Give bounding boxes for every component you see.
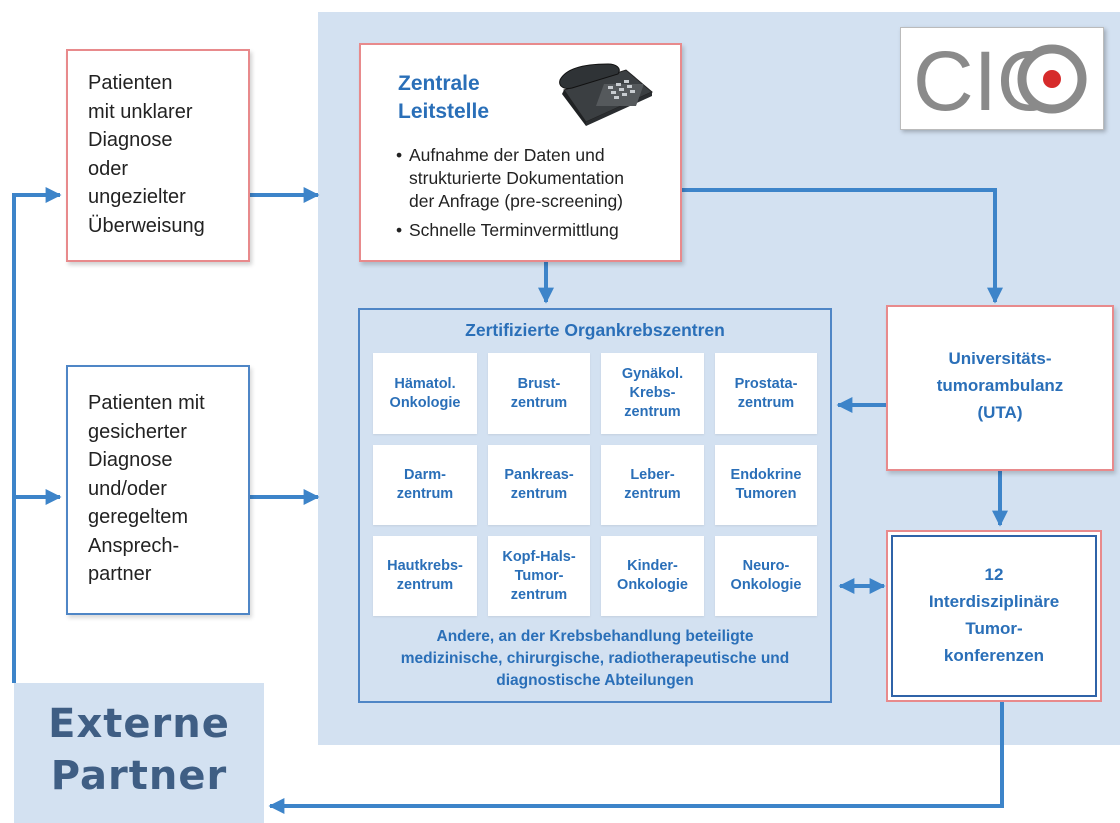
text-line: tumorambulanz bbox=[936, 376, 1064, 395]
text-line: gesicherter bbox=[88, 420, 187, 443]
text-line: Diagnose bbox=[88, 129, 173, 151]
center-head-neck: Kopf-Hals-Tumor-zentrum bbox=[488, 536, 590, 616]
external-partners-panel bbox=[14, 683, 264, 823]
arrow-boards-to-external bbox=[268, 700, 1004, 814]
center-neuro: Neuro-Onkologie bbox=[715, 536, 817, 616]
center-gynaecology: Gynäkol.Krebs-zentrum bbox=[601, 353, 704, 434]
text-line: oder bbox=[88, 157, 129, 180]
center-breast: Brust-zentrum bbox=[488, 353, 590, 434]
text-line: Ansprech- bbox=[88, 534, 180, 557]
external-partners-label: Externe Partner bbox=[48, 701, 230, 799]
text-line: ungezielter bbox=[88, 186, 186, 208]
text-line: Überweisung bbox=[88, 214, 205, 237]
arrow-office-to-uta bbox=[682, 188, 1003, 304]
bullet-item: Aufnahme der Daten und strukturierte Dok… bbox=[396, 144, 681, 213]
center-pancreas: Pankreas-zentrum bbox=[488, 445, 590, 525]
cio-logo-ring bbox=[1017, 44, 1087, 114]
feedback-line-left bbox=[12, 187, 62, 683]
text-line: partner bbox=[88, 563, 152, 585]
text-line: Universitäts- bbox=[948, 349, 1052, 368]
central-office-bullets: Aufnahme der Daten und strukturierte Dok… bbox=[396, 144, 681, 248]
organ-centers-title: Zertifizierte Organkrebszentren bbox=[465, 320, 725, 340]
text-line: Patienten mit bbox=[88, 392, 205, 414]
central-office-title: Zentrale Leitstelle bbox=[398, 72, 490, 123]
text-line: 12 bbox=[984, 565, 1004, 584]
cio-logo: CIO bbox=[900, 27, 1104, 130]
tumor-boards-box: 12 Interdisziplinäre Tumor- konferenzen bbox=[891, 535, 1097, 697]
text-line: konferenzen bbox=[943, 646, 1045, 665]
center-paediatric: Kinder-Onkologie bbox=[601, 536, 704, 616]
center-liver: Leber-zentrum bbox=[601, 445, 704, 525]
center-haematology: Hämatol.Onkologie bbox=[373, 353, 477, 434]
center-prostate: Prostata-zentrum bbox=[715, 353, 817, 434]
text-line: Interdisziplinäre bbox=[928, 592, 1060, 611]
patients-unclear-box: Patienten mit unklarer Diagnose oder ung… bbox=[66, 49, 250, 262]
organ-centers-footer: Andere, an der Krebsbehandlung beteiligt… bbox=[400, 628, 790, 689]
text-line: geregeltem bbox=[88, 506, 189, 528]
text-line: Diagnose bbox=[88, 449, 173, 471]
text-line: mit unklarer bbox=[88, 100, 193, 123]
center-colon: Darm-zentrum bbox=[373, 445, 477, 525]
uta-box: Universitäts- tumorambulanz (UTA) bbox=[886, 305, 1114, 471]
telephone-icon bbox=[556, 62, 656, 128]
text-line: und/oder bbox=[88, 477, 167, 500]
text-line: (UTA) bbox=[977, 403, 1023, 422]
patients-secured-box: Patienten mit gesicherter Diagnose und/o… bbox=[66, 365, 250, 615]
text-line: Tumor- bbox=[965, 619, 1023, 638]
cio-logo-red-dot bbox=[1043, 70, 1061, 88]
text-line: Patienten bbox=[88, 72, 173, 94]
bullet-item: Schnelle Terminvermittlung bbox=[396, 219, 681, 242]
center-skin: Hautkrebs-zentrum bbox=[373, 536, 477, 616]
